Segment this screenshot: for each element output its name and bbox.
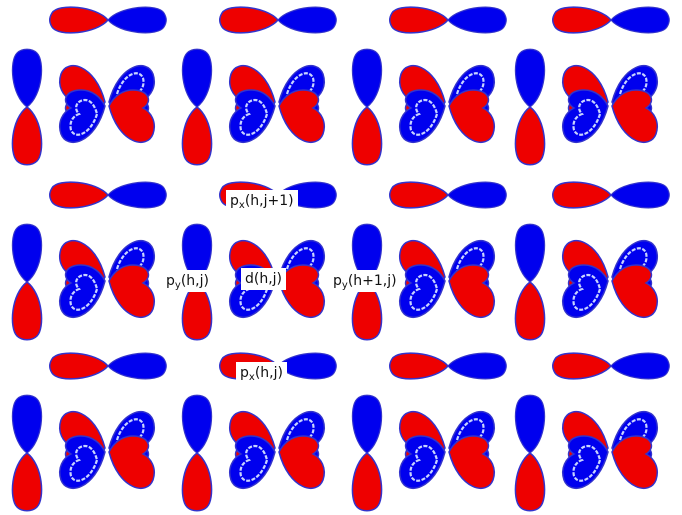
d-orbital-r2-c2 [400,412,495,489]
label-d-center: d(h,j) [241,268,287,290]
label-px-lower: px(h,j) [236,362,287,384]
px-lower-symbol: p [240,365,249,381]
px-upper-symbol: p [230,193,239,209]
py-orbital-r1-c0 [11,223,43,341]
px-orbital-r1-c0 [49,181,167,209]
px-orbital-r0-c2 [389,6,507,34]
d-orbital-r2-c1 [230,412,325,489]
d-orbital-r1-c0 [60,241,155,318]
py-orbital-r2-c0 [11,394,43,512]
py-orbital-r0-c3 [514,48,546,166]
px-lower-subscript: x [248,372,255,383]
py-right-subscript: y [341,280,348,291]
px-orbital-r0-c1 [219,6,337,34]
py-orbital-r0-c0 [11,48,43,166]
px-orbital-r2-c3 [552,352,670,380]
px-orbital-r2-c2 [389,352,507,380]
d-center-text: d(h,j) [245,271,283,287]
d-orbital-r0-c3 [563,66,658,143]
label-py-left: py(h,j) [162,270,213,292]
px-lower-args: (h,j) [254,365,283,381]
d-orbital-r0-c2 [400,66,495,143]
px-orbital-r1-c3 [552,181,670,209]
py-right-args: (h+1,j) [347,273,397,289]
py-left-symbol: p [166,273,175,289]
py-orbital-r1-c3 [514,223,546,341]
px-upper-args: (h,j+1) [244,193,294,209]
px-orbital-r0-c0 [49,6,167,34]
px-orbital-r1-c2 [389,181,507,209]
py-orbital-r2-c2 [351,394,383,512]
d-orbital-r0-c0 [60,66,155,143]
d-orbital-r0-c1 [230,66,325,143]
d-orbital-r2-c3 [563,412,658,489]
label-py-right: py(h+1,j) [329,270,401,292]
py-orbital-r0-c2 [351,48,383,166]
py-left-subscript: y [174,280,181,291]
px-orbital-r2-c0 [49,352,167,380]
d-orbital-r2-c0 [60,412,155,489]
py-orbital-r2-c1 [181,394,213,512]
py-right-symbol: p [333,273,342,289]
px-upper-subscript: x [238,200,245,211]
d-orbital-r1-c2 [400,241,495,318]
d-orbital-r1-c3 [563,241,658,318]
py-orbital-r0-c1 [181,48,213,166]
py-left-args: (h,j) [180,273,209,289]
label-px-upper: px(h,j+1) [226,190,298,212]
py-orbital-r2-c3 [514,394,546,512]
px-orbital-r0-c3 [552,6,670,34]
